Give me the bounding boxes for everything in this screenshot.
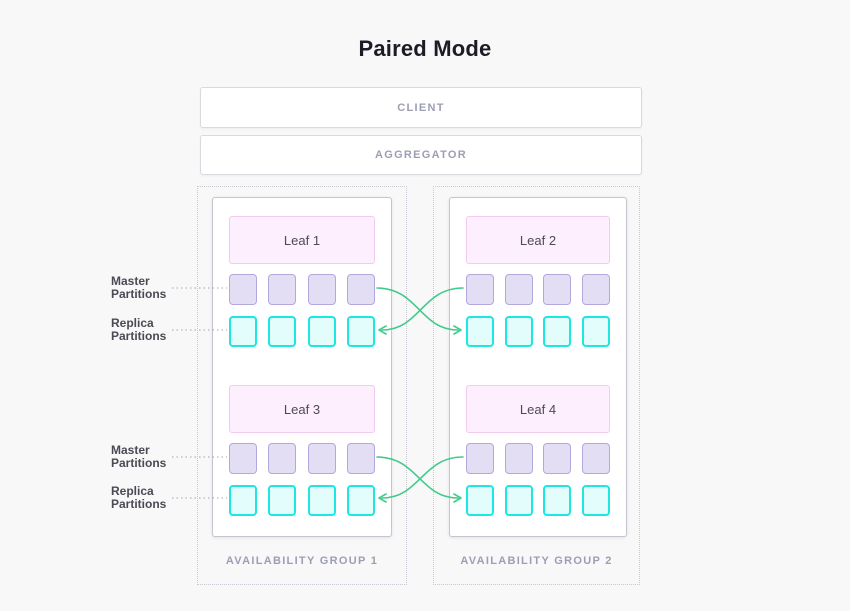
- master-partition: [307, 443, 336, 474]
- master-partition: [268, 443, 297, 474]
- leaf-2-header: Leaf 2: [466, 216, 610, 264]
- page-title: Paired Mode: [358, 36, 492, 61]
- replica-partition: [581, 485, 610, 516]
- leaf-section-2: Leaf 2: [450, 216, 626, 347]
- master-partition: [581, 443, 610, 474]
- replica-partition: [346, 485, 375, 516]
- leaf-section-4: Leaf 4: [450, 385, 626, 516]
- leaf-container-group-1: Leaf 1 Leaf 3: [212, 197, 392, 537]
- master-partition: [229, 274, 257, 305]
- master-partition: [543, 443, 572, 474]
- leaf-4-master-partitions-row: [466, 443, 610, 474]
- replica-partitions-label-top: Replica Partitions: [111, 316, 167, 343]
- replica-partition: [543, 316, 572, 347]
- leaf-3-header: Leaf 3: [229, 385, 375, 433]
- availability-group-1: Leaf 1 Leaf 3 AVAILABILITY GROUP 1: [197, 186, 407, 585]
- client-box: CLIENT: [200, 87, 642, 128]
- master-partition: [346, 274, 375, 305]
- client-label: CLIENT: [397, 101, 445, 114]
- replica-partition: [229, 316, 257, 347]
- master-partition: [466, 274, 494, 305]
- replica-partition: [466, 485, 494, 516]
- leaf-1-header: Leaf 1: [229, 216, 375, 264]
- replica-partition: [307, 316, 336, 347]
- leaf-section-1: Leaf 1: [213, 216, 391, 347]
- replica-partition: [543, 485, 572, 516]
- leaf-section-3: Leaf 3: [213, 385, 391, 516]
- leaf-2-replica-partitions-row: [466, 316, 610, 347]
- master-partition: [229, 443, 257, 474]
- master-partition: [307, 274, 336, 305]
- leaf-2-master-partitions-row: [466, 274, 610, 305]
- leaf-3-master-partitions-row: [229, 443, 375, 474]
- availability-group-2: Leaf 2 Leaf 4 AVAILABILITY GROUP 2: [433, 186, 640, 585]
- replica-partition: [346, 316, 375, 347]
- master-partitions-label-bottom: Master Partitions: [111, 443, 167, 470]
- master-partition: [504, 274, 533, 305]
- master-partition: [466, 443, 494, 474]
- availability-group-1-label: AVAILABILITY GROUP 1: [225, 555, 379, 567]
- replica-partition: [504, 485, 533, 516]
- leaf-1-master-partitions-row: [229, 274, 375, 305]
- master-partition: [346, 443, 375, 474]
- leaf-3-replica-partitions-row: [229, 485, 375, 516]
- replica-partitions-label-bottom: Replica Partitions: [111, 484, 167, 511]
- replica-partition: [504, 316, 533, 347]
- replica-partition: [268, 316, 297, 347]
- master-partitions-label-top: Master Partitions: [111, 274, 167, 301]
- aggregator-box: AGGREGATOR: [200, 135, 642, 175]
- master-partition: [504, 443, 533, 474]
- replica-partition: [229, 485, 257, 516]
- leaf-container-group-2: Leaf 2 Leaf 4: [449, 197, 627, 537]
- replica-partition: [307, 485, 336, 516]
- master-partition: [543, 274, 572, 305]
- replica-partition: [581, 316, 610, 347]
- replica-partition: [466, 316, 494, 347]
- master-partition: [268, 274, 297, 305]
- availability-group-2-label: AVAILABILITY GROUP 2: [460, 555, 613, 567]
- aggregator-label: AGGREGATOR: [374, 149, 468, 161]
- replica-partition: [268, 485, 297, 516]
- master-partition: [581, 274, 610, 305]
- leaf-1-replica-partitions-row: [229, 316, 375, 347]
- leaf-4-replica-partitions-row: [466, 485, 610, 516]
- leaf-4-header: Leaf 4: [466, 385, 610, 433]
